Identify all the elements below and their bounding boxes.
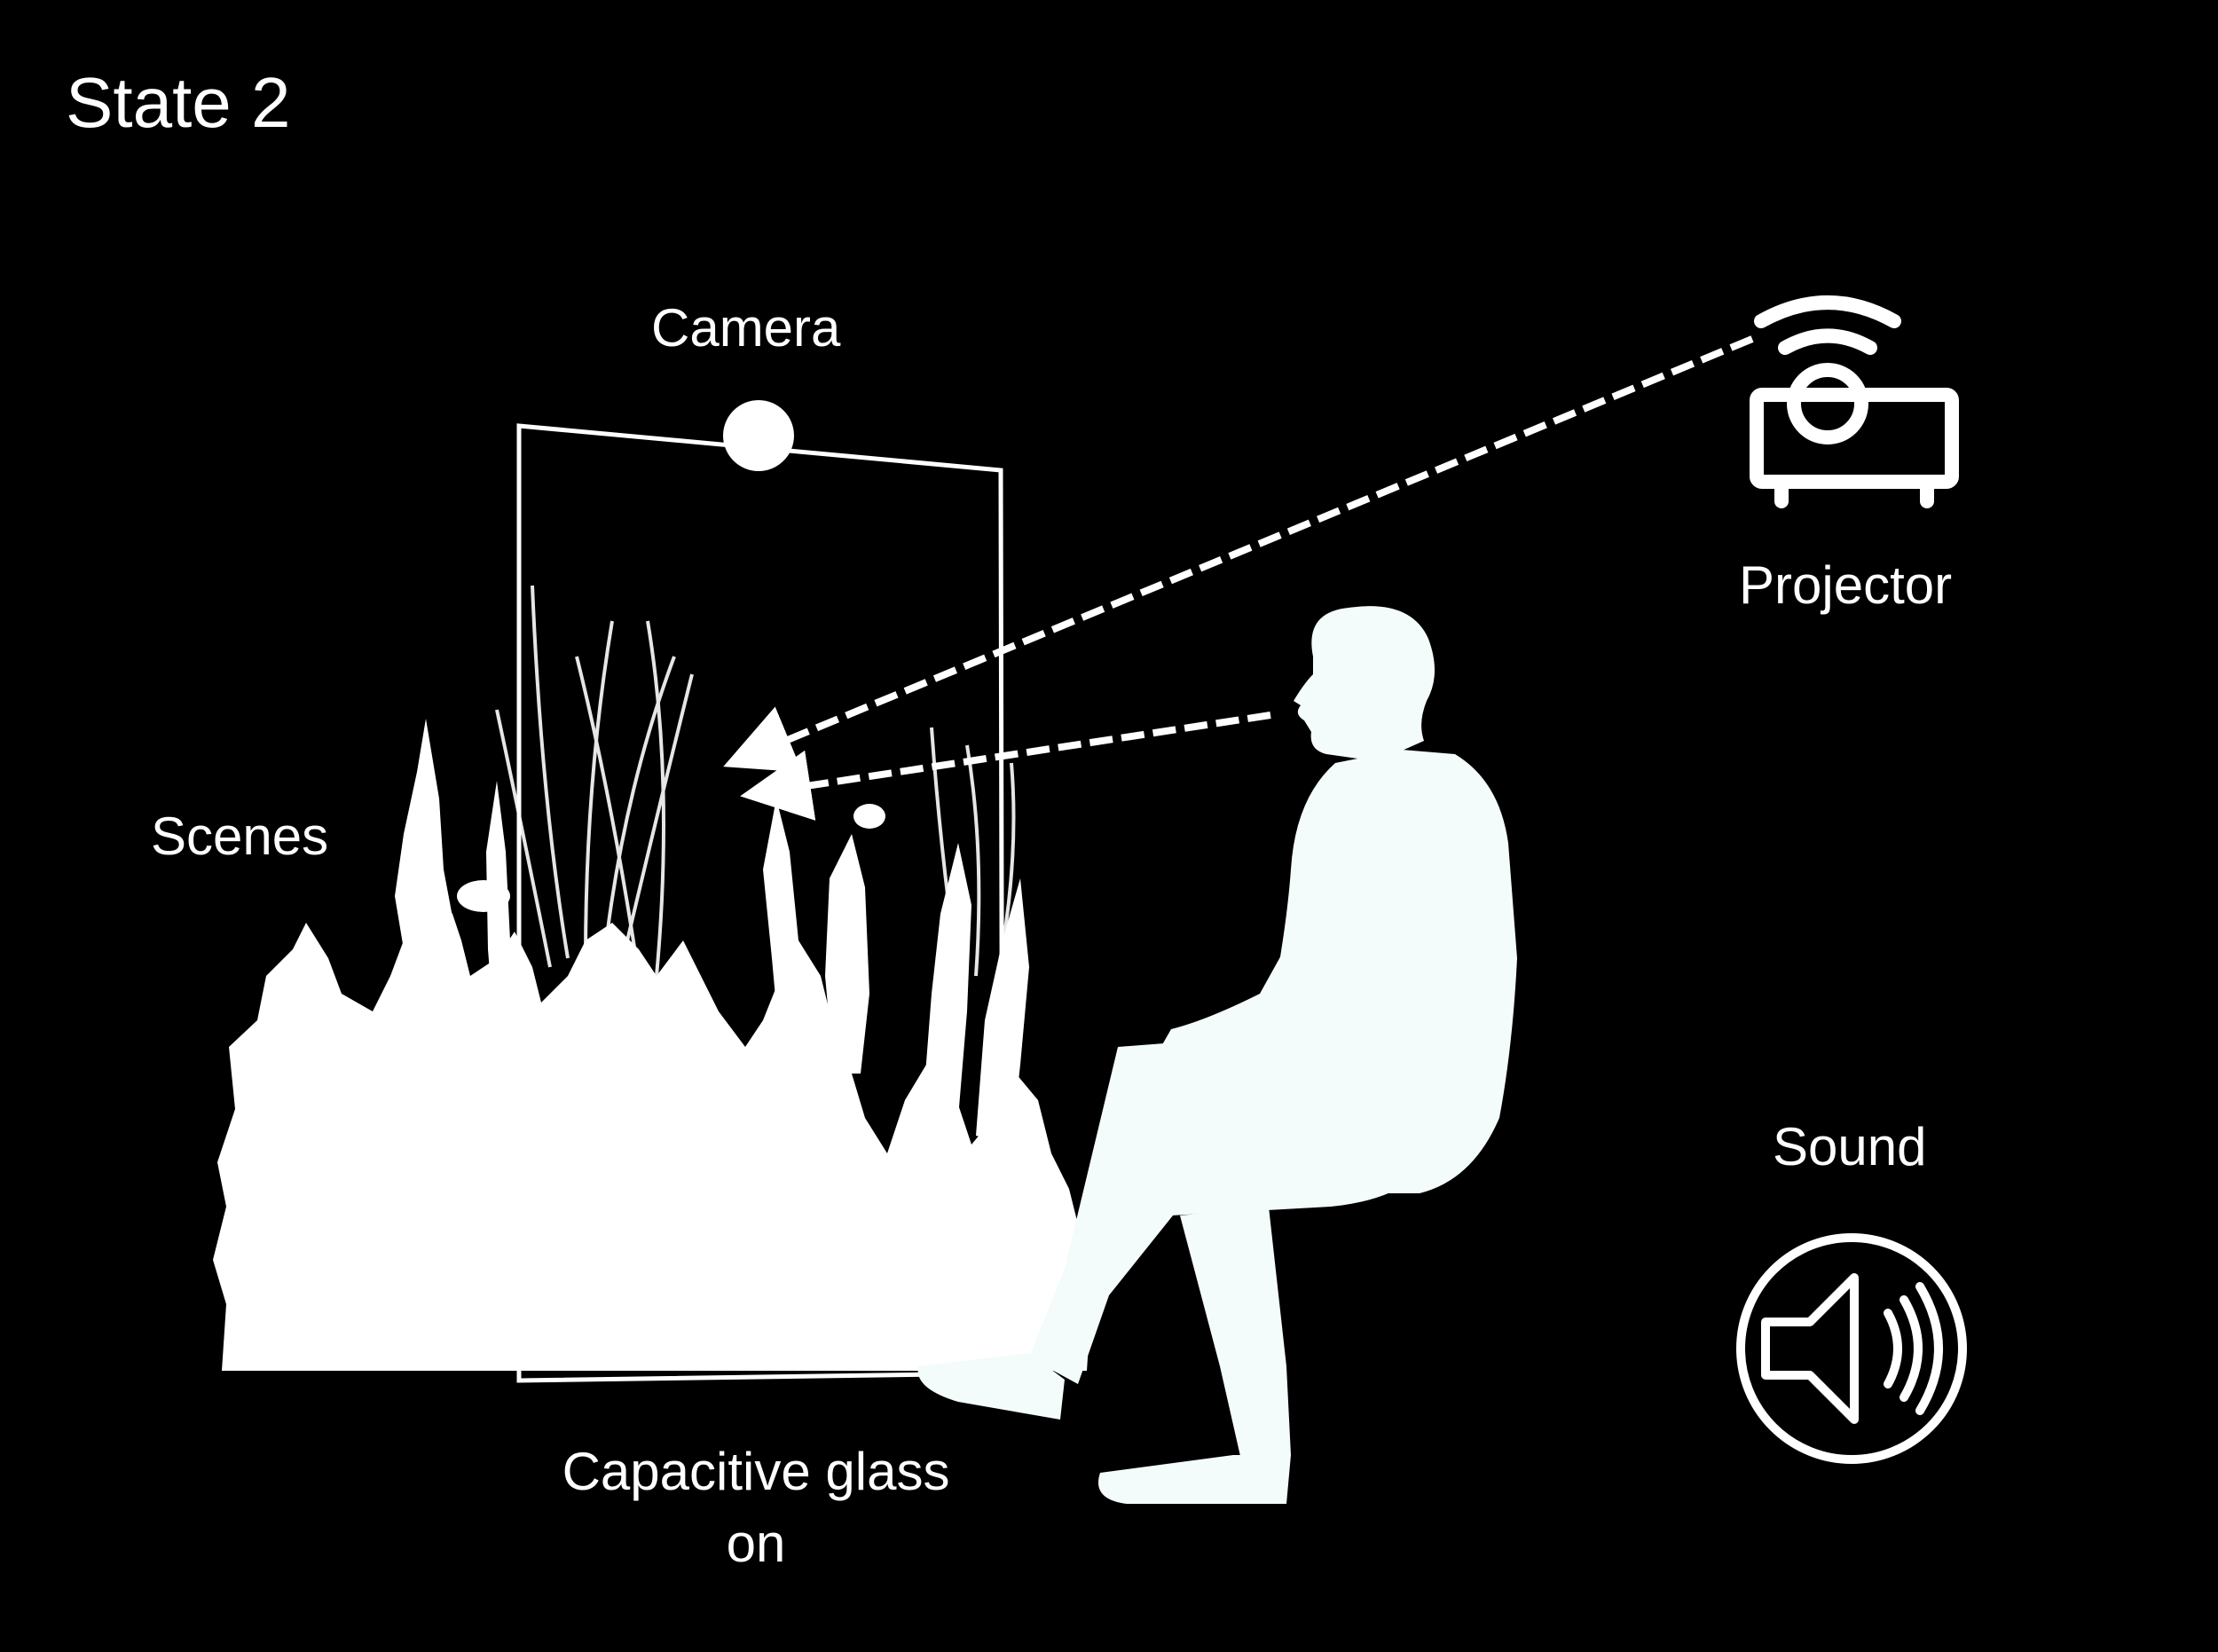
camera-icon [723,400,794,471]
scenes-label: Scenes [151,806,328,867]
camera-label: Camera [651,297,840,358]
sound-label: Sound [1773,1116,1927,1177]
projector-beam [736,339,1752,761]
projector-label: Projector [1739,555,1952,616]
grass-strokes [497,586,1014,994]
capacitive-glass-label: Capacitive glass on [543,1436,969,1579]
speaker-icon [1741,1238,1962,1459]
state-title: State 2 [66,62,291,144]
projector-icon [1757,303,1952,501]
plants-silhouette [213,719,1091,1371]
